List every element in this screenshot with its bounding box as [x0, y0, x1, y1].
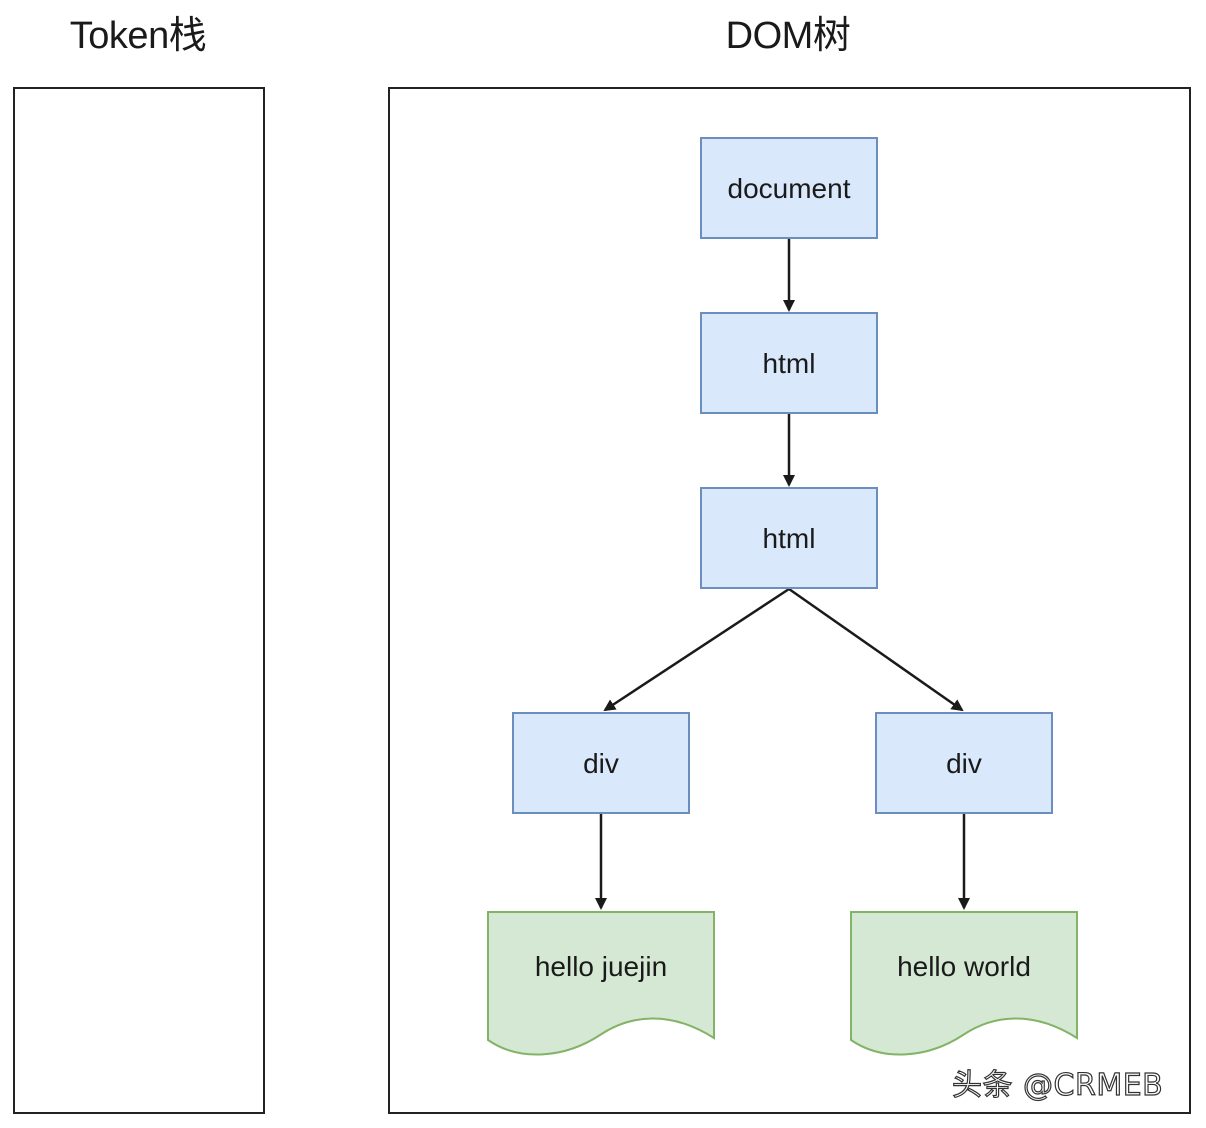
node-text-right-label: hello world	[897, 951, 1031, 982]
token-stack-panel	[13, 87, 265, 1114]
node-html-1-label: html	[763, 348, 816, 379]
edge-html-div-right	[788, 587, 964, 712]
edge-html-div-left	[603, 587, 790, 712]
node-div-left-label: div	[583, 748, 619, 779]
node-div-left: div	[512, 712, 690, 814]
node-document: document	[700, 137, 878, 239]
node-text-left: hello juejin	[487, 911, 715, 1056]
node-div-right-label: div	[946, 748, 982, 779]
node-div-right: div	[875, 712, 1053, 814]
token-stack-heading: Token栈	[69, 15, 207, 57]
node-html-2: html	[700, 487, 878, 589]
node-html-1: html	[700, 312, 878, 414]
dom-tree-heading: DOM树	[725, 15, 851, 57]
node-text-left-label: hello juejin	[535, 951, 667, 982]
node-html-2-label: html	[763, 523, 816, 554]
watermark: 头条 @CRMEB	[951, 1067, 1164, 1103]
node-document-label: document	[728, 173, 851, 204]
node-text-right: hello world	[850, 911, 1078, 1056]
